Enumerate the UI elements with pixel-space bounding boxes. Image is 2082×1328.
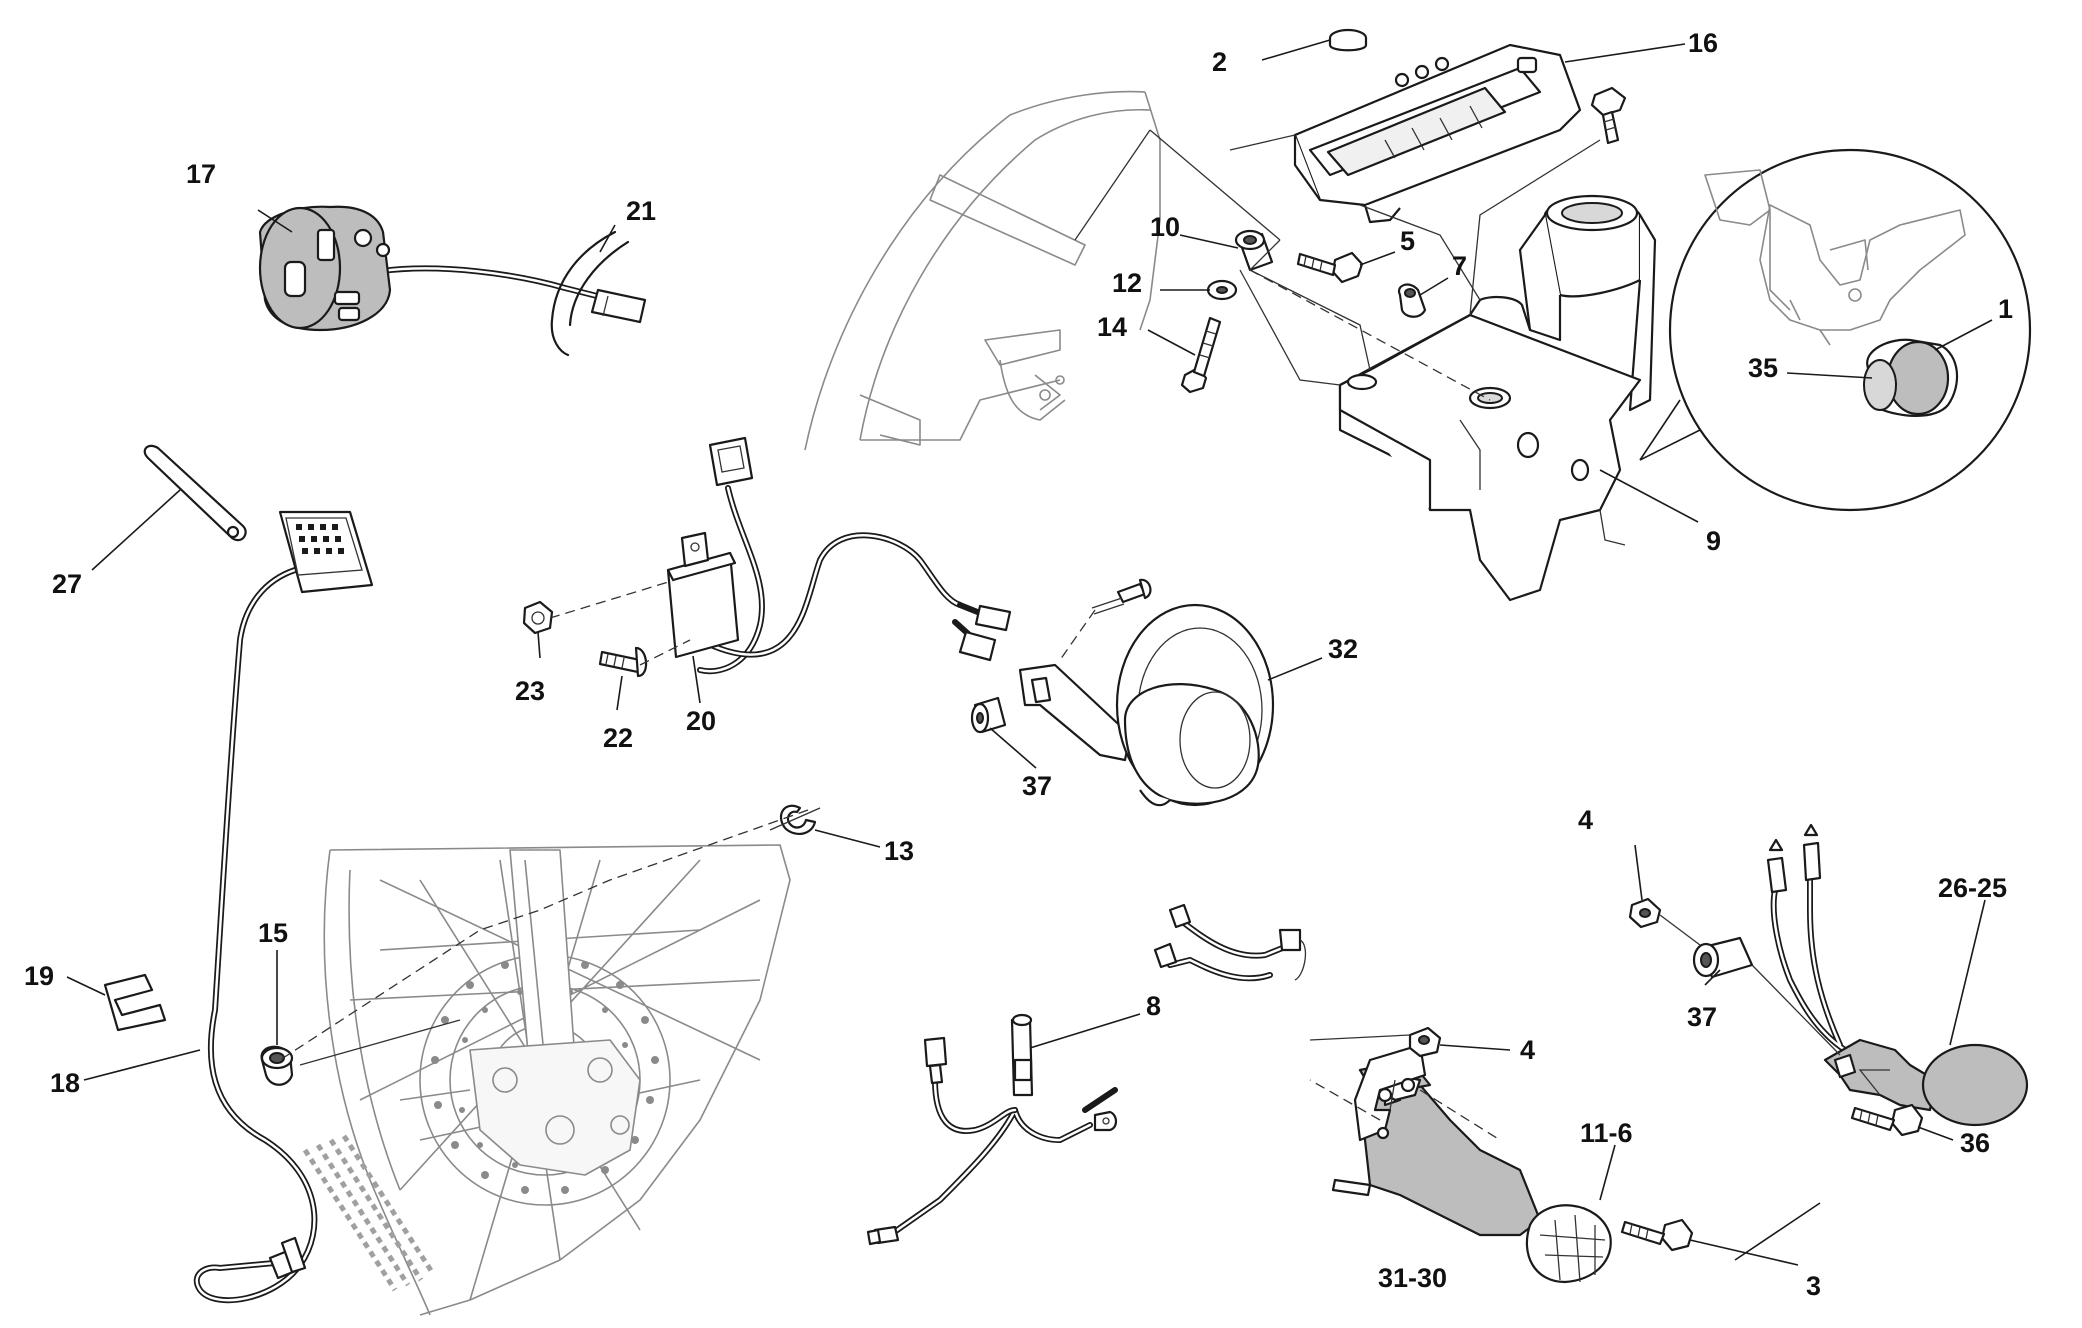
callout-19: 19 <box>24 961 54 991</box>
callout-18: 18 <box>50 1068 80 1098</box>
screw-22 <box>598 646 648 678</box>
callout-11-6: 11-6 <box>1580 1118 1633 1148</box>
callout-13: 13 <box>884 836 914 866</box>
cable-tie <box>143 444 247 542</box>
callout-10: 10 <box>1150 212 1180 242</box>
relay-unit <box>666 436 1012 675</box>
callout-27: 27 <box>52 569 82 599</box>
cable-clip <box>103 973 167 1032</box>
callout-8: 8 <box>1146 991 1161 1021</box>
mudguard-outline <box>804 90 1161 451</box>
callout-7: 7 <box>1452 251 1467 281</box>
circlip <box>779 804 817 836</box>
screw-14 <box>1180 316 1222 394</box>
front-wheel-outline <box>302 844 791 1316</box>
instrument-panel <box>1293 43 1582 224</box>
turn-signal-left <box>1153 903 1694 1284</box>
detail-zoom-circle <box>1639 148 2032 512</box>
instrument-bracket <box>1338 194 1657 602</box>
callout-5: 5 <box>1400 226 1415 256</box>
callout-9: 9 <box>1706 526 1721 556</box>
rubber-grommet <box>260 1045 294 1086</box>
callout-3: 3 <box>1806 1271 1821 1301</box>
washer-12 <box>1206 279 1238 301</box>
callout-37-signal: 37 <box>1687 1002 1717 1032</box>
cover-cap <box>1328 28 1368 52</box>
callout-26-25: 26-25 <box>1938 873 2007 903</box>
spacer-37-horn <box>970 696 1007 734</box>
callout-36: 36 <box>1960 1128 1990 1158</box>
callout-14: 14 <box>1097 312 1127 342</box>
callout-21: 21 <box>626 196 656 226</box>
callout-35: 35 <box>1748 353 1778 383</box>
callout-12: 12 <box>1112 268 1142 298</box>
callout-2: 2 <box>1212 47 1227 77</box>
callout-31-30: 31-30 <box>1378 1263 1447 1293</box>
callout-17: 17 <box>186 159 216 189</box>
callout-37-horn: 37 <box>1022 771 1052 801</box>
screw-5 <box>1296 251 1364 284</box>
callout-15: 15 <box>258 918 288 948</box>
handlebar-switch <box>258 205 647 357</box>
callout-32: 32 <box>1328 634 1358 664</box>
turn-signal-right <box>1628 823 2029 1137</box>
callout-4-left: 4 <box>1520 1035 1535 1065</box>
callout-22: 22 <box>603 723 633 753</box>
callout-1: 1 <box>1998 294 2013 324</box>
horn <box>1018 578 1275 807</box>
bush-10 <box>1234 229 1274 272</box>
callout-16: 16 <box>1688 28 1718 58</box>
callout-labels: 1 2 3 4 4 5 7 8 9 10 11-6 12 13 14 15 16… <box>24 28 2013 1301</box>
fuse-wire <box>866 1013 1118 1246</box>
callout-20: 20 <box>686 706 716 736</box>
callout-23: 23 <box>515 676 545 706</box>
wiring-cable <box>193 510 374 1304</box>
grommet-7 <box>1397 283 1427 318</box>
top-screw <box>1590 86 1627 145</box>
nut-23 <box>522 600 554 635</box>
callout-4-right: 4 <box>1578 805 1593 835</box>
leader-lines <box>66 39 1993 1266</box>
construction-lines <box>279 129 1601 1066</box>
